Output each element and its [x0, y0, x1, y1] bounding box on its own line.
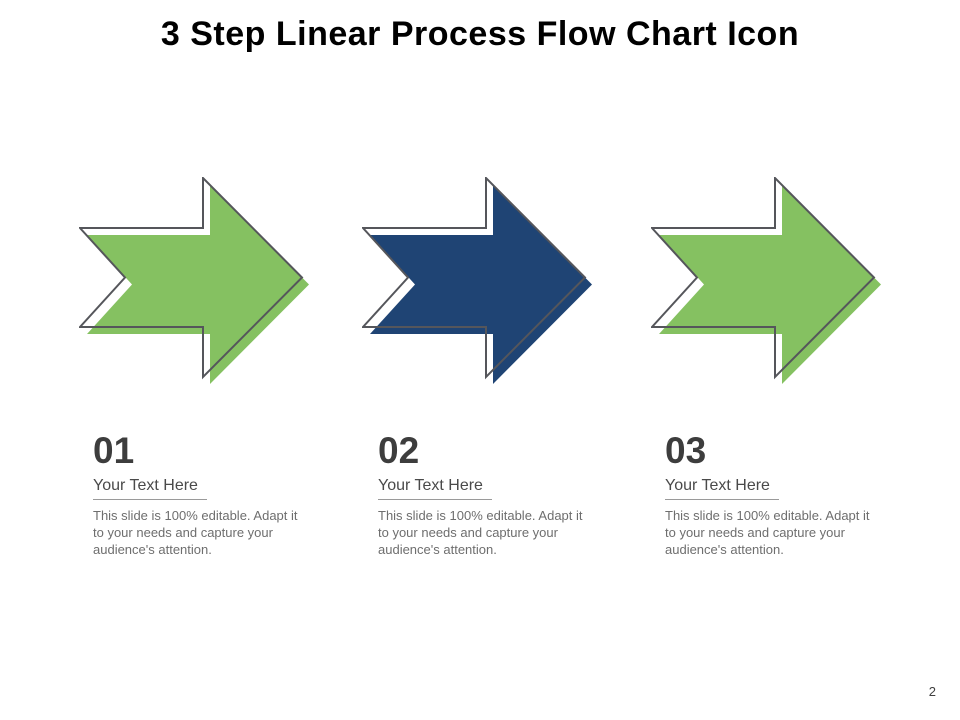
step-heading: Your Text Here [93, 477, 198, 494]
process-arrow-step-2-icon [362, 177, 592, 384]
step-divider-line [93, 499, 207, 500]
step-description: This slide is 100% editable. Adapt it to… [665, 508, 870, 557]
step-number: 03 [665, 430, 707, 471]
step-divider-line [378, 499, 492, 500]
process-arrow-step-3-icon [651, 177, 881, 384]
step-block-3: 03 Your Text Here This slide is 100% edi… [665, 430, 877, 558]
step-description: This slide is 100% editable. Adapt it to… [93, 508, 298, 557]
slide-title: 3 Step Linear Process Flow Chart Icon [160, 15, 800, 53]
step-divider-line [665, 499, 779, 500]
page-number: 2 [928, 684, 936, 699]
step-number: 02 [378, 430, 420, 471]
step-number: 01 [93, 430, 135, 471]
arrow-outline-shape [651, 177, 876, 380]
step-heading: Your Text Here [378, 477, 483, 494]
process-arrow-step-1-icon [79, 177, 309, 384]
step-heading: Your Text Here [665, 477, 770, 494]
arrow-outline-shape [79, 177, 304, 380]
arrow-fill-shape [370, 185, 592, 384]
step-block-1: 01 Your Text Here This slide is 100% edi… [93, 430, 305, 558]
step-block-2: 02 Your Text Here This slide is 100% edi… [378, 430, 590, 558]
arrow-fill-shape [87, 185, 309, 384]
step-description: This slide is 100% editable. Adapt it to… [378, 508, 583, 557]
arrow-fill-shape [659, 185, 881, 384]
arrow-outline-shape [362, 177, 587, 380]
